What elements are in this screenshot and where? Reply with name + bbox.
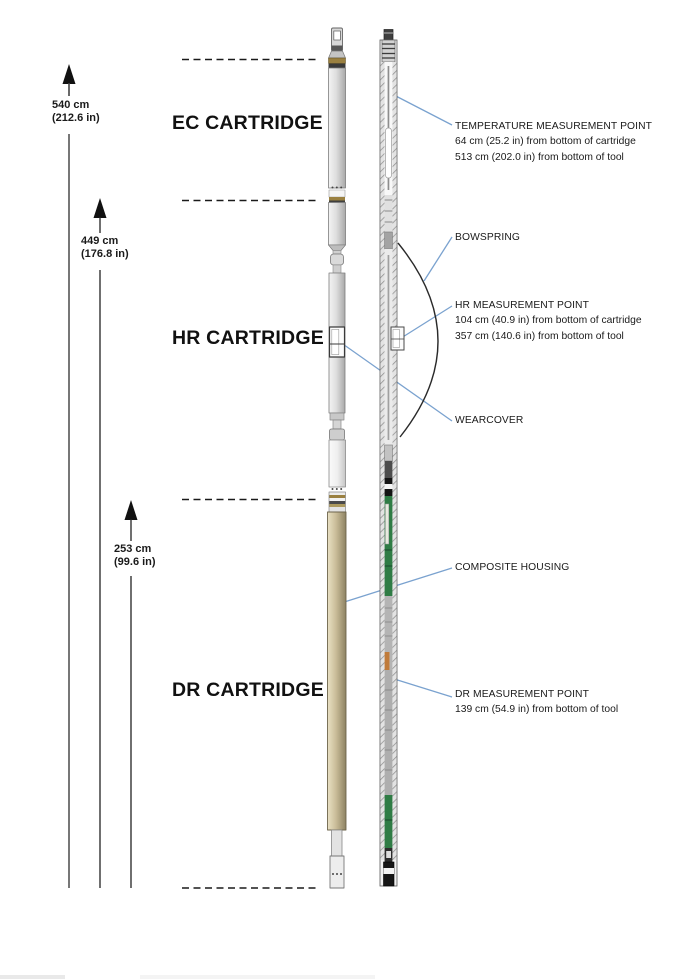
arrowhead-449 bbox=[93, 198, 107, 218]
cartridge-boundary-lines bbox=[182, 58, 320, 889]
top-shoulder bbox=[328, 50, 346, 59]
ec-sensor-capsule bbox=[385, 127, 392, 179]
gold-band-top bbox=[328, 57, 346, 64]
arrowhead-253 bbox=[124, 500, 138, 520]
annotation-composite-housing-title: COMPOSITE HOUSING bbox=[455, 562, 570, 573]
dr-board-lower bbox=[384, 795, 393, 848]
tool-exterior-view bbox=[327, 27, 347, 889]
annotation-wearcover: WEARCOVER bbox=[455, 413, 523, 428]
bowspring-arc bbox=[397, 242, 439, 438]
annotation-hr-detail1: 104 cm (40.9 in) from bottom of cartridg… bbox=[455, 315, 642, 327]
annotation-bowspring-title: BOWSPRING bbox=[455, 232, 520, 243]
dimension-arrow-540 bbox=[62, 64, 76, 888]
dimension-449-cm: 449 cm bbox=[81, 235, 119, 247]
dimension-253-cm: 253 cm bbox=[114, 543, 152, 555]
annotation-composite-housing: COMPOSITE HOUSING bbox=[455, 560, 569, 575]
dimension-arrow-253 bbox=[124, 500, 138, 888]
annotation-dr-detail1: 139 cm (54.9 in) from bottom of tool bbox=[455, 704, 619, 716]
dimension-label-449: 449 cm (176.8 in) bbox=[81, 235, 129, 261]
internal-components bbox=[383, 62, 395, 887]
annotation-temperature-detail1: 64 cm (25.2 in) from bottom of cartridge bbox=[455, 136, 636, 148]
thread-rings bbox=[328, 491, 346, 513]
annotation-dr: DR MEASUREMENT POINT 139 cm (54.9 in) fr… bbox=[455, 687, 618, 718]
annotation-wearcover-title: WEARCOVER bbox=[455, 415, 524, 426]
page-bottom-artifact-right bbox=[140, 975, 375, 979]
label-dr-cartridge: DR CARTRIDGE bbox=[172, 679, 324, 701]
annotation-hr-detail2: 357 cm (140.6 in) from bottom of tool bbox=[455, 330, 624, 342]
cutaway-top-cap bbox=[383, 29, 394, 41]
arrowhead-540 bbox=[62, 64, 76, 84]
dimension-253-in: (99.6 in) bbox=[114, 556, 156, 568]
gold-band-mid bbox=[329, 197, 345, 201]
leader-temperature bbox=[389, 92, 453, 126]
wearcover-window bbox=[328, 326, 346, 358]
dimension-540-in: (212.6 in) bbox=[52, 112, 100, 124]
bottom-nose bbox=[329, 855, 345, 889]
joint-bulge bbox=[330, 253, 344, 266]
dr-board-upper bbox=[384, 496, 393, 596]
fishing-head-notch bbox=[333, 30, 341, 41]
annotation-hr-title: HR MEASUREMENT POINT bbox=[455, 300, 589, 311]
dimension-label-253: 253 cm (99.6 in) bbox=[114, 543, 156, 569]
annotation-dr-title: DR MEASUREMENT POINT bbox=[455, 689, 589, 700]
annotation-temperature: TEMPERATURE MEASUREMENT POINT 64 cm (25.… bbox=[455, 119, 652, 165]
annotation-temperature-title: TEMPERATURE MEASUREMENT POINT bbox=[455, 121, 653, 132]
hr-lower-body bbox=[328, 439, 346, 488]
label-ec-cartridge: EC CARTRIDGE bbox=[172, 112, 323, 134]
dimension-arrow-449 bbox=[93, 198, 107, 888]
dark-band-top bbox=[328, 63, 346, 68]
ec-body bbox=[328, 67, 346, 189]
leader-hr bbox=[397, 305, 453, 341]
label-hr-cartridge: HR CARTRIDGE bbox=[172, 327, 324, 349]
annotation-hr: HR MEASUREMENT POINT 104 cm (40.9 in) fr… bbox=[455, 298, 642, 344]
leader-bowspring bbox=[423, 236, 453, 282]
orange-element bbox=[384, 652, 390, 670]
leader-dr bbox=[390, 677, 453, 698]
dimension-label-540: 540 cm (212.6 in) bbox=[52, 99, 100, 125]
hatch-strip-right bbox=[392, 62, 397, 860]
annotation-temperature-detail2: 513 cm (202.0 in) from bottom of tool bbox=[455, 151, 624, 163]
hatch-strip-left bbox=[380, 62, 385, 860]
tool-cutaway-view bbox=[379, 29, 405, 887]
annotation-bowspring: BOWSPRING bbox=[455, 230, 520, 245]
page-bottom-artifact-left bbox=[0, 975, 65, 979]
dimension-449-in: (176.8 in) bbox=[81, 248, 129, 260]
composite-housing-body bbox=[327, 511, 347, 831]
dimension-540-cm: 540 cm bbox=[52, 99, 90, 111]
